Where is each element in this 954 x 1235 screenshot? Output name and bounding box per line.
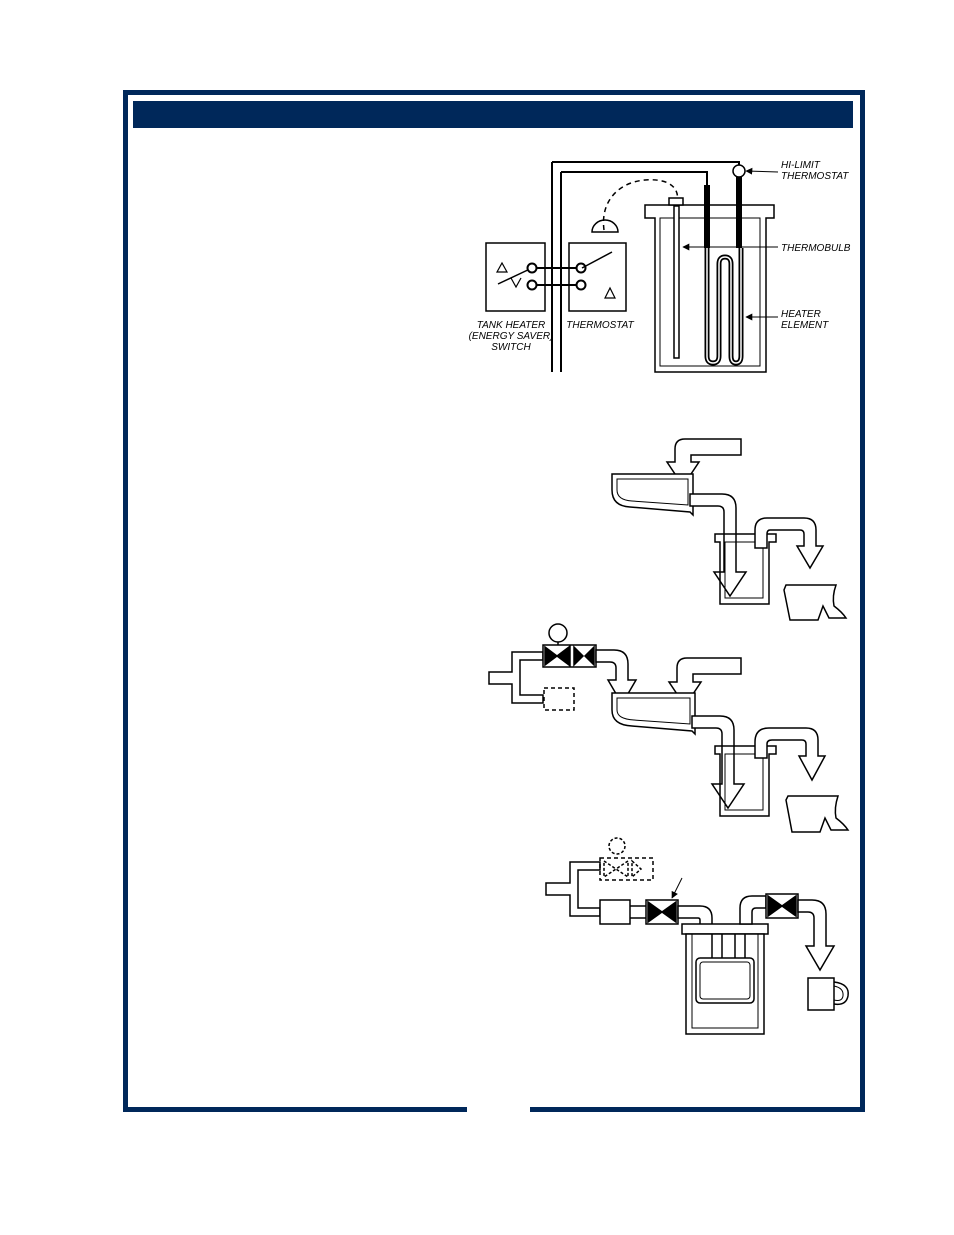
flow-diagram-3 — [545, 837, 849, 1035]
thermobulb-label: THERMOBULB — [781, 243, 851, 254]
page-border — [123, 90, 865, 1112]
tank-switch-label-2: (ENERGY SAVER) — [469, 331, 554, 342]
outlet-arrow-icon — [754, 517, 825, 570]
flow-control-icon — [599, 899, 631, 925]
tank-heater-switch — [485, 242, 546, 312]
heater-element-label-2: ELEMENT — [781, 320, 829, 331]
thermostat-box — [568, 242, 627, 312]
hi-limit-label-1: HI-LIMIT — [781, 160, 821, 171]
tank-switch-label-3: SWITCH — [491, 342, 531, 353]
solenoid-coil-icon — [548, 623, 568, 643]
tank-icon — [714, 745, 777, 817]
flow-diagram-2 — [488, 623, 850, 833]
heater-diagram-labels: HI-LIMIT THERMOSTAT THERMOBULB HEATER EL… — [469, 160, 851, 353]
tank-icon — [714, 533, 777, 605]
spray-head-icon — [611, 473, 694, 517]
hi-limit-label-2: THERMOSTAT — [781, 171, 849, 182]
title-bar — [133, 101, 853, 128]
spray-head-icon — [611, 692, 696, 736]
mug-icon — [807, 977, 835, 1011]
tank-switch-label-1: TANK HEATER — [477, 320, 546, 331]
heater-circuit-diagram — [485, 161, 779, 373]
thermostat-label: THERMOSTAT — [566, 320, 634, 331]
decanter-icon — [783, 584, 848, 621]
heater-element-label-1: HEATER — [781, 309, 821, 320]
decanter-icon — [785, 795, 850, 833]
hi-limit-thermostat-icon — [732, 164, 746, 178]
flow-diagram-1 — [611, 438, 848, 621]
thermostat-dome — [591, 219, 619, 233]
